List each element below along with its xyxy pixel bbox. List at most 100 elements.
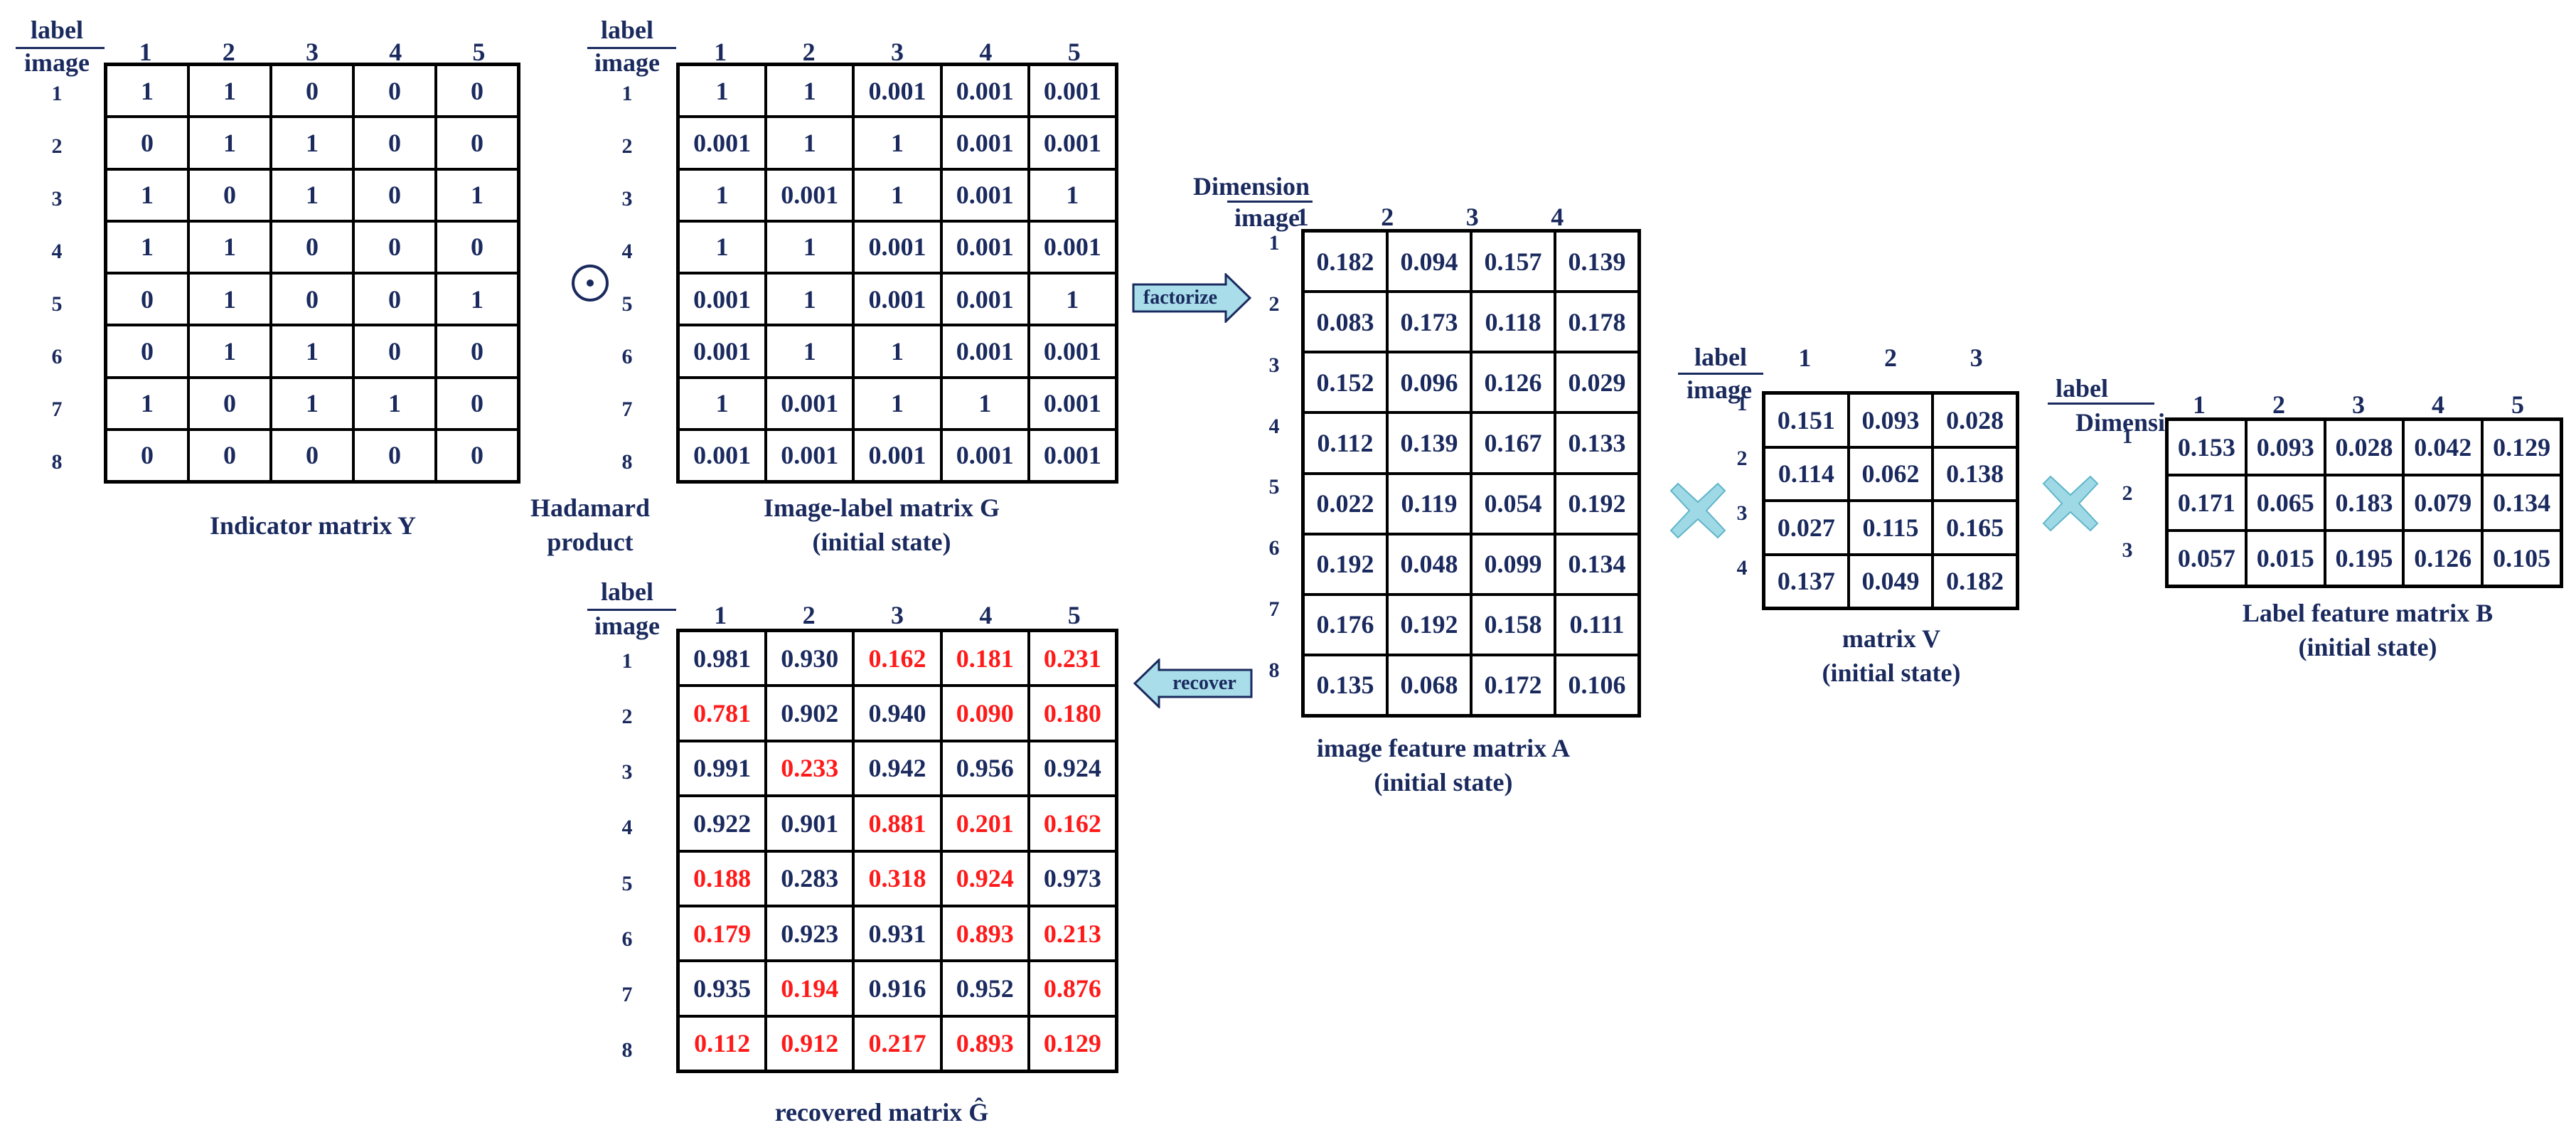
matrixG-cell: 0.001 [678, 429, 766, 481]
matrixGhat-column-number: 5 [1067, 601, 1081, 629]
matrixGhat-cell: 0.973 [1028, 851, 1116, 906]
matrixY-cell: 1 [271, 325, 353, 378]
matrixA-cell: 0.173 [1387, 292, 1471, 353]
matrixG-cell: 1 [678, 377, 766, 430]
matrixA-cell: 0.118 [1471, 292, 1555, 353]
matrixV-cell: 0.114 [1764, 447, 1849, 501]
matrixG-cell: 1 [1028, 169, 1116, 221]
matrixGhat-cell: 0.902 [766, 686, 854, 741]
matrixG-column-number: 4 [979, 38, 993, 66]
matrixV-column-number: 3 [1970, 343, 1983, 372]
matrixB-column-number: 1 [2193, 390, 2206, 419]
matrixY-row-number: 5 [51, 292, 63, 316]
matrixG-cell: 0.001 [941, 220, 1029, 273]
matrixV-cell: 0.165 [1933, 501, 2017, 555]
matrixA-cell: 0.022 [1303, 473, 1387, 534]
matrixV-cell: 0.115 [1848, 501, 1933, 555]
matrixB-cell: 0.126 [2403, 531, 2483, 586]
matrixY-row-number: 1 [51, 82, 63, 105]
matrixG-cell: 0.001 [1028, 377, 1116, 430]
matrixY-cell: 0 [436, 377, 518, 430]
matrixGhat-row-number: 6 [621, 927, 633, 951]
matrixY-cell: 1 [271, 117, 353, 169]
matrixA-cell: 0.099 [1471, 533, 1555, 595]
matrixY-row-number: 4 [51, 240, 63, 263]
matrixGhat-cell: 0.942 [853, 740, 941, 796]
matrixA-cell: 0.172 [1471, 654, 1555, 715]
matrixA-cell: 0.152 [1303, 352, 1387, 413]
matrixA-cell: 0.135 [1303, 654, 1387, 715]
matrixB-column-number: 4 [2432, 390, 2444, 419]
matrixG-cell: 0.001 [766, 169, 854, 221]
matrixGhat-cell: 0.940 [853, 686, 941, 741]
matrix-v-header-divider [1678, 373, 1763, 375]
matrixA-row-number: 1 [1268, 230, 1280, 255]
matrixB-cell: 0.015 [2245, 531, 2325, 586]
matrixGhat-cell: 0.923 [766, 905, 854, 961]
matrix-ghat-caption: recovered matrix Ĝ [774, 1098, 989, 1126]
matrixV-cell: 0.151 [1764, 393, 1849, 447]
matrixA-cell: 0.158 [1471, 594, 1555, 655]
matrixY-column-number: 2 [222, 38, 235, 66]
matrixA-row-number: 7 [1268, 597, 1280, 622]
matrix-b-header-col: label [2055, 374, 2108, 403]
matrixV-cell: 0.182 [1933, 554, 2017, 608]
matrixB-cell: 0.093 [2245, 420, 2325, 475]
matrixGhat-cell: 0.924 [1028, 740, 1116, 796]
matrixV-cell: 0.027 [1764, 501, 1849, 555]
matrix-a-caption-line2: (initial state) [1374, 768, 1513, 796]
matrix-v-header-col: label [1694, 343, 1747, 371]
matrixA-cell: 0.083 [1303, 292, 1387, 353]
matrixB-row-number: 2 [2122, 481, 2133, 505]
matrix-g-caption-line1: Image-label matrix G [764, 494, 1000, 522]
matrixGhat-cell: 0.318 [853, 851, 941, 906]
matrixY-cell: 0 [271, 273, 353, 326]
matrixG-cell: 0.001 [766, 377, 854, 430]
matrixY-cell: 0 [436, 65, 518, 117]
matrixG-cell: 1 [766, 325, 854, 378]
matrixY-cell: 0 [353, 65, 436, 117]
matrixY-cell: 1 [106, 220, 188, 273]
matrixG-row-number: 7 [621, 398, 633, 421]
matrixY-cell: 1 [106, 377, 188, 430]
matrixB-row-number: 1 [2122, 425, 2133, 448]
matrixA-cell: 0.112 [1303, 412, 1387, 474]
matrixG-row-number: 3 [621, 187, 633, 211]
matrixGhat-cell: 0.181 [941, 631, 1029, 686]
matrix-y-header-col: label [30, 16, 83, 44]
matrixY-row-number: 8 [51, 450, 63, 474]
matrixA-row-number: 8 [1268, 659, 1280, 683]
matrixGhat-row-number: 5 [621, 871, 633, 895]
matrixY-column-number: 4 [389, 38, 402, 66]
matrix-g-caption-line2: (initial state) [812, 528, 951, 556]
matrixGhat-cell: 0.112 [678, 1016, 766, 1071]
matrixA-cell: 0.106 [1555, 654, 1639, 715]
matrixY-cell: 1 [353, 377, 436, 430]
matrixG-cell: 0.001 [1028, 220, 1116, 273]
hadamard-product-icon [569, 262, 611, 304]
matrixA-cell: 0.139 [1555, 231, 1639, 292]
matrixGhat-cell: 0.893 [941, 1016, 1029, 1071]
matrixY-cell: 0 [106, 429, 188, 481]
matrixG-cell: 1 [853, 117, 941, 169]
matrixV-cell: 0.028 [1933, 393, 2017, 447]
matrix-g-header-col: label [600, 16, 653, 44]
matrixY-cell: 0 [353, 273, 436, 326]
matrixA-cell: 0.126 [1471, 352, 1555, 413]
matrixB-cell: 0.134 [2482, 475, 2561, 531]
matrixA-cell: 0.048 [1387, 533, 1471, 595]
matrixY-cell: 1 [271, 377, 353, 430]
matrixGhat-row-number: 1 [621, 649, 633, 673]
matrixY-cell: 1 [188, 325, 271, 378]
matrix-v-header-row: image [1687, 375, 1752, 404]
matrixA-cell: 0.192 [1387, 594, 1471, 655]
matrixB-cell: 0.057 [2167, 531, 2246, 586]
hadamard-caption-line1: Hadamard [530, 494, 650, 522]
matrixY-row-number: 6 [51, 345, 63, 368]
matrixA-cell: 0.182 [1303, 231, 1387, 292]
matrixGhat-cell: 0.283 [766, 851, 854, 906]
factorize-arrow: factorize [1132, 272, 1253, 324]
